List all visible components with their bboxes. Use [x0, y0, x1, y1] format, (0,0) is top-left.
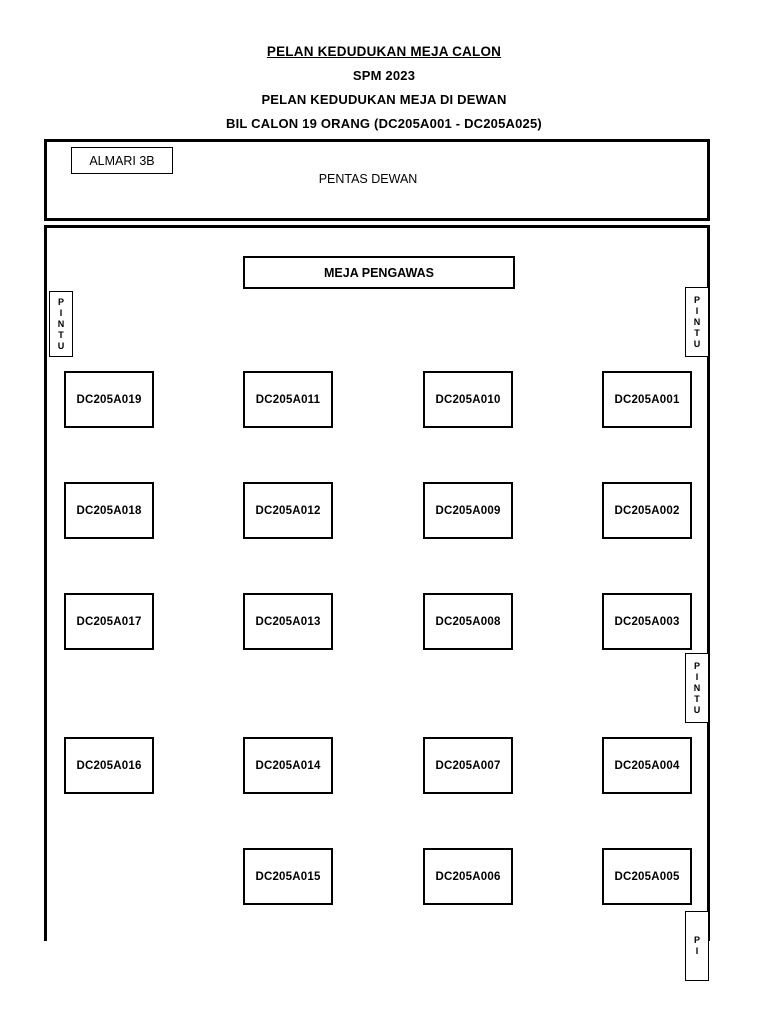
- seat-desk: DC205A008: [423, 593, 513, 650]
- candidate-count: BIL CALON 19 ORANG (DC205A001 - DC205A02…: [226, 116, 542, 131]
- door-letter: N: [57, 318, 65, 329]
- seat-label: DC205A011: [255, 393, 321, 406]
- stage-label: PENTAS DEWAN: [318, 172, 418, 186]
- seat-desk: DC205A013: [243, 593, 333, 650]
- seat-desk: DC205A004: [602, 737, 692, 794]
- stage-area: [44, 139, 710, 221]
- cabinet-label: ALMARI 3B: [89, 153, 155, 168]
- seat-label: DC205A016: [76, 759, 142, 772]
- page-subtitle: PELAN KEDUDUKAN MEJA DI DEWAN: [261, 92, 507, 107]
- seat-desk: DC205A018: [64, 482, 154, 539]
- seat-label: DC205A015: [255, 870, 321, 883]
- seat-desk: DC205A011: [243, 371, 333, 428]
- seat-label: DC205A002: [614, 504, 680, 517]
- seat-label: DC205A018: [76, 504, 142, 517]
- hall-area: [44, 225, 710, 941]
- seat-desk: DC205A015: [243, 848, 333, 905]
- seat-label: DC205A010: [435, 393, 501, 406]
- door-right-top: P I N T U: [685, 287, 709, 357]
- door-letter: P: [693, 935, 700, 945]
- seat-label: DC205A005: [614, 870, 680, 883]
- door-letter: T: [694, 693, 700, 704]
- seat-desk: DC205A012: [243, 482, 333, 539]
- door-letter: P: [57, 296, 64, 307]
- seat-desk: DC205A006: [423, 848, 513, 905]
- invigilator-table: MEJA PENGAWAS: [243, 256, 515, 289]
- door-letter: U: [693, 704, 701, 715]
- seat-label: DC205A007: [435, 759, 501, 772]
- door-letter: I: [695, 305, 699, 316]
- seat-label: DC205A013: [255, 615, 321, 628]
- seat-desk: DC205A001: [602, 371, 692, 428]
- seat-label: DC205A017: [76, 615, 142, 628]
- door-letter: T: [694, 327, 700, 338]
- seat-label: DC205A014: [255, 759, 321, 772]
- seat-desk: DC205A005: [602, 848, 692, 905]
- door-letter: I: [695, 946, 699, 956]
- door-letter: U: [57, 340, 65, 351]
- cabinet-box: ALMARI 3B: [71, 147, 173, 174]
- door-letter: P: [693, 660, 700, 671]
- exam-name: SPM 2023: [352, 68, 416, 83]
- seat-desk: DC205A019: [64, 371, 154, 428]
- seat-desk: DC205A007: [423, 737, 513, 794]
- door-right-middle: P I N T U: [685, 653, 709, 723]
- door-left-top: P I N T U: [49, 291, 73, 357]
- door-letter: N: [693, 682, 701, 693]
- door-letter: U: [693, 338, 701, 349]
- door-letter: P: [693, 294, 700, 305]
- seat-label: DC205A004: [614, 759, 680, 772]
- seat-desk: DC205A003: [602, 593, 692, 650]
- seat-desk: DC205A017: [64, 593, 154, 650]
- seat-desk: DC205A016: [64, 737, 154, 794]
- seat-desk: DC205A002: [602, 482, 692, 539]
- seat-label: DC205A019: [76, 393, 142, 406]
- seat-label: DC205A001: [614, 393, 680, 406]
- page-title: PELAN KEDUDUKAN MEJA CALON: [266, 44, 502, 59]
- seat-label: DC205A008: [435, 615, 501, 628]
- seat-desk: DC205A014: [243, 737, 333, 794]
- seat-label: DC205A009: [435, 504, 501, 517]
- seat-label: DC205A012: [255, 504, 321, 517]
- seat-desk: DC205A009: [423, 482, 513, 539]
- seat-label: DC205A003: [614, 615, 680, 628]
- door-letter: N: [693, 316, 701, 327]
- invigilator-table-label: MEJA PENGAWAS: [324, 265, 434, 280]
- document-header: PELAN KEDUDUKAN MEJA CALON SPM 2023 PELA…: [0, 44, 768, 131]
- door-letter: T: [58, 329, 64, 340]
- seat-label: DC205A006: [435, 870, 501, 883]
- door-letter: I: [695, 671, 699, 682]
- door-right-bottom: P I: [685, 911, 709, 981]
- door-letter: I: [59, 307, 63, 318]
- seat-desk: DC205A010: [423, 371, 513, 428]
